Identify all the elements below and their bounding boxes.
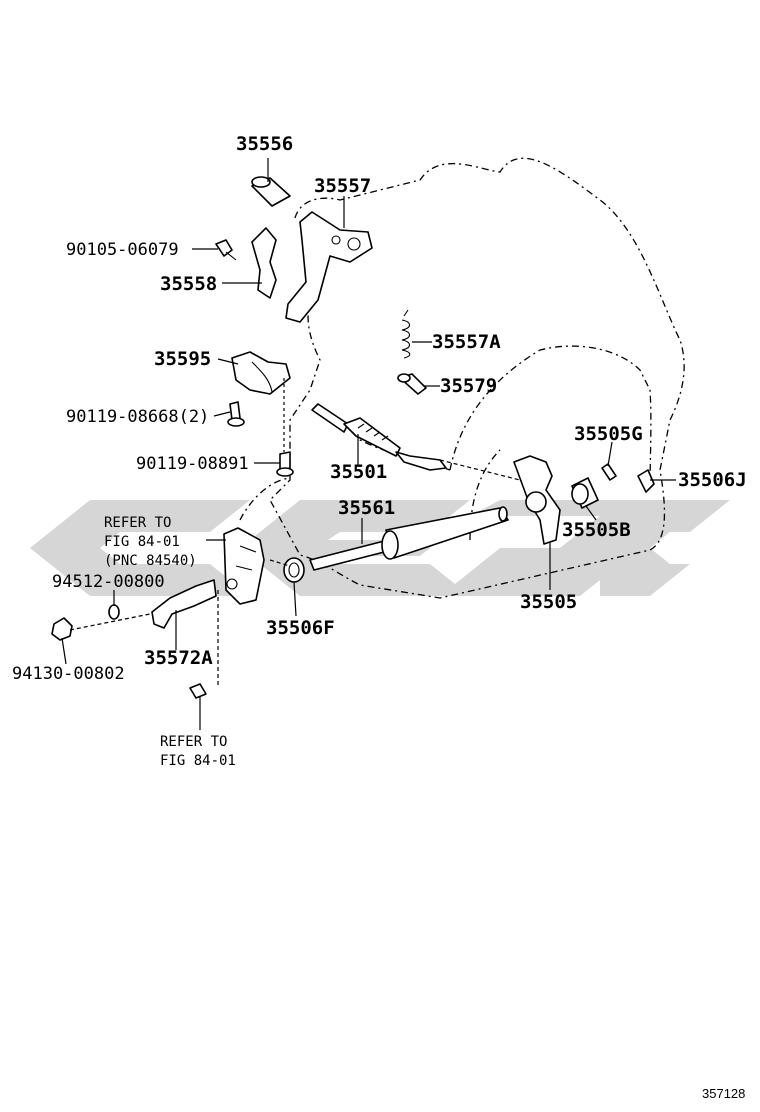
- label-35561: 35561: [338, 497, 395, 519]
- leader-lines: [61, 158, 676, 730]
- part-35579-pin: [397, 373, 427, 395]
- figure-number: 357128: [702, 1086, 745, 1101]
- part-35556-pin: [251, 176, 291, 207]
- part-35505G-pin: [601, 463, 617, 481]
- label-35557: 35557: [314, 175, 371, 197]
- part-bottom-bolt: [189, 683, 207, 699]
- part-35558-plate: [251, 227, 277, 299]
- part-35595-bracket: [231, 351, 291, 395]
- part-94512-washer: [108, 604, 120, 620]
- label-35506J: 35506J: [678, 469, 747, 491]
- part-35557A-spring: [401, 309, 411, 359]
- part-94130-nut: [51, 617, 73, 641]
- label-90105-06079: 90105-06079: [66, 240, 179, 260]
- refer-note-2-line1: REFER TO: [160, 734, 227, 750]
- part-35501-rod: [311, 403, 447, 471]
- part-35505-lever: [513, 455, 561, 545]
- label-35506F: 35506F: [266, 617, 335, 639]
- label-35501: 35501: [330, 461, 387, 483]
- part-35505B-collar: [571, 477, 599, 509]
- label-35572A: 35572A: [144, 647, 213, 669]
- refer-note-1-line1: REFER TO: [104, 515, 171, 531]
- part-90119-08891-bolt: [276, 378, 294, 477]
- label-35505G: 35505G: [574, 423, 643, 445]
- label-35505B: 35505B: [562, 519, 631, 541]
- label-90119-08668: 90119-08668(2): [66, 407, 209, 427]
- part-90119-08668-bolt: [227, 401, 245, 427]
- part-90105-bolt: [215, 239, 237, 261]
- label-35505: 35505: [520, 591, 577, 613]
- part-35572A-lever: [151, 579, 217, 629]
- label-35579: 35579: [440, 375, 497, 397]
- part-35557-lever: [285, 211, 373, 323]
- assembly-guide-lines: [69, 459, 521, 688]
- refer-note-2-line2: FIG 84-01: [160, 753, 236, 769]
- label-94512-00800: 94512-00800: [52, 572, 165, 592]
- label-90119-08891: 90119-08891: [136, 454, 249, 474]
- part-switch-assembly: [223, 527, 265, 605]
- part-35561-shaft: [309, 506, 509, 571]
- label-35558: 35558: [160, 273, 217, 295]
- refer-note-1-line3: (PNC 84540): [104, 553, 197, 569]
- label-35595: 35595: [154, 348, 211, 370]
- refer-note-1-line2: FIG 84-01: [104, 534, 180, 550]
- label-94130-00802: 94130-00802: [12, 664, 125, 684]
- label-35557A: 35557A: [432, 331, 501, 353]
- part-35506J-clip: [637, 469, 655, 493]
- label-35556: 35556: [236, 133, 293, 155]
- part-35506F-seal: [283, 557, 305, 583]
